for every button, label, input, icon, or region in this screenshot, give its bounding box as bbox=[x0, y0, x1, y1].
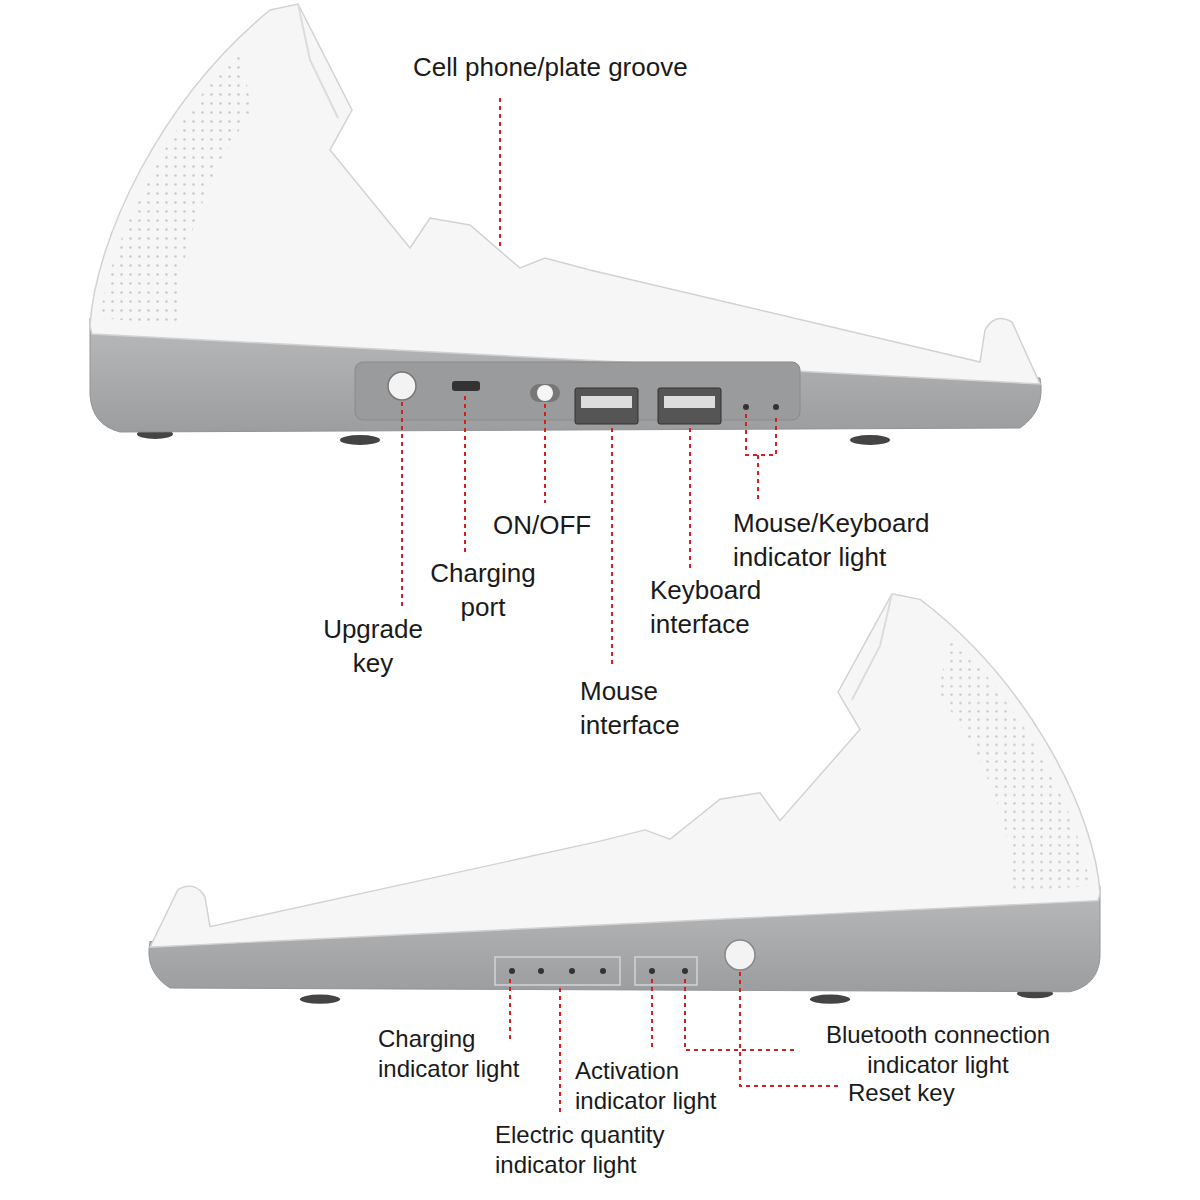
callout-label: Charging indicator light bbox=[378, 1024, 548, 1084]
usb-port bbox=[658, 388, 721, 424]
phone-groove bbox=[852, 594, 892, 700]
rubber-foot bbox=[340, 435, 380, 445]
leader-line bbox=[746, 414, 776, 501]
leader-line bbox=[689, 428, 691, 568]
dock-bottom-view bbox=[149, 594, 1100, 1004]
light-bracket bbox=[495, 957, 620, 985]
leader-line bbox=[544, 404, 546, 503]
indicator-dot bbox=[743, 404, 749, 410]
power-switch bbox=[530, 384, 560, 402]
usb-port bbox=[575, 388, 638, 424]
dock-body bbox=[90, 4, 1040, 384]
leader-line bbox=[611, 428, 613, 668]
mirrored-dock bbox=[149, 594, 1100, 1004]
dot-texture bbox=[938, 637, 1090, 893]
micro-usb-port bbox=[452, 381, 480, 391]
reset-button bbox=[725, 940, 755, 970]
callout-label: ON/OFF bbox=[493, 508, 603, 542]
leader-line bbox=[509, 979, 511, 1040]
leader-line bbox=[401, 402, 403, 608]
indicator-dot bbox=[538, 968, 544, 974]
dock-top-view bbox=[90, 4, 1041, 445]
callout-label: Bluetooth connection indicator light bbox=[808, 1020, 1068, 1080]
indicator-dot bbox=[773, 404, 779, 410]
light-bracket bbox=[635, 957, 697, 985]
phone-groove bbox=[298, 4, 338, 118]
rubber-foot bbox=[300, 995, 340, 1004]
indicator-dot bbox=[682, 968, 688, 974]
callout-label: Activation indicator light bbox=[575, 1056, 735, 1116]
callout-label: Mouse interface bbox=[580, 674, 730, 742]
usb-tongue bbox=[664, 396, 715, 408]
leader-line bbox=[464, 396, 466, 552]
indicator-dot bbox=[649, 968, 655, 974]
callout-label: Electric quantity indicator light bbox=[495, 1120, 695, 1180]
callout-label: Charging port bbox=[423, 556, 543, 624]
switch-knob bbox=[537, 385, 553, 401]
rubber-foot bbox=[850, 435, 890, 445]
indicator-dot bbox=[600, 968, 606, 974]
rubber-foot bbox=[810, 995, 850, 1004]
callout-label: Upgrade key bbox=[308, 612, 438, 680]
indicator-dot bbox=[509, 968, 515, 974]
leader-lines bbox=[402, 98, 838, 1114]
leader-line bbox=[651, 979, 653, 1048]
callout-label: Reset key bbox=[848, 1078, 988, 1108]
callout-label: Cell phone/plate groove bbox=[413, 50, 753, 84]
leader-line bbox=[559, 988, 561, 1114]
upgrade-button bbox=[388, 372, 416, 400]
callout-label: Mouse/Keyboard indicator light bbox=[733, 506, 958, 574]
dot-texture bbox=[100, 50, 252, 325]
usb-tongue bbox=[581, 396, 632, 408]
leader-line bbox=[499, 98, 501, 250]
leader-line bbox=[740, 972, 838, 1086]
dock-body bbox=[150, 594, 1100, 947]
indicator-dot bbox=[569, 968, 575, 974]
callout-label: Keyboard interface bbox=[650, 573, 800, 641]
